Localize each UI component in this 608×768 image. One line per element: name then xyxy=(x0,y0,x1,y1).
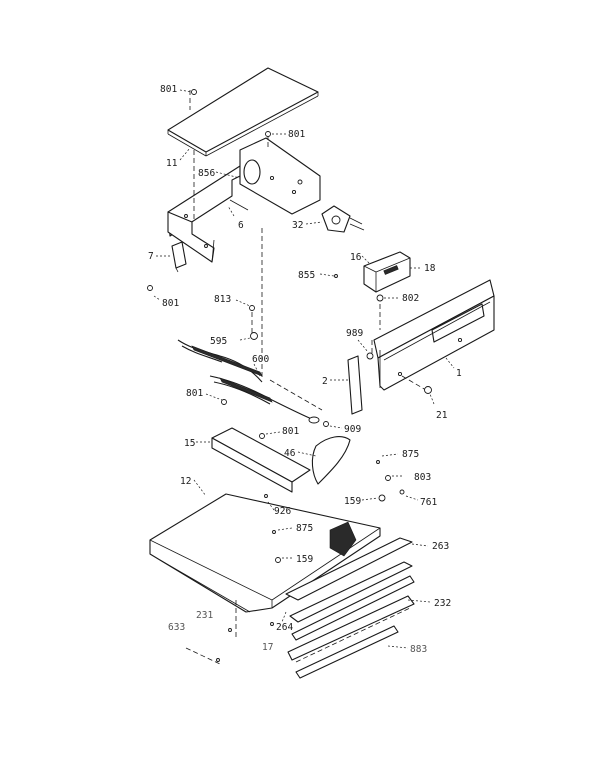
screw-lower xyxy=(216,658,220,662)
label-18: 18 xyxy=(424,263,436,274)
label-909: 909 xyxy=(344,424,361,435)
part-263-trim-strips xyxy=(270,537,415,679)
screw-801b xyxy=(265,131,271,137)
label-600: 600 xyxy=(252,354,269,365)
label-32: 32 xyxy=(292,220,303,231)
screw-926 xyxy=(264,494,268,498)
label-801d: 801 xyxy=(186,388,203,399)
assembly-lines xyxy=(185,90,427,665)
part-11-top-panel xyxy=(167,67,319,157)
label-803: 803 xyxy=(414,472,431,483)
label-801a: 801 xyxy=(160,84,177,95)
label-633: 633 xyxy=(168,622,185,633)
screw-21 xyxy=(424,386,432,394)
label-11: 11 xyxy=(166,158,178,169)
part-1-control-panel xyxy=(373,279,495,391)
label-263: 263 xyxy=(432,541,449,552)
leader-lines xyxy=(153,89,455,649)
label-231: 231 xyxy=(196,610,213,621)
screw-801a xyxy=(191,89,197,95)
screw-159a xyxy=(378,494,386,502)
part-12-cooktop xyxy=(149,493,381,613)
label-761: 761 xyxy=(420,497,437,508)
label-813: 813 xyxy=(214,294,231,305)
label-21: 21 xyxy=(436,410,448,421)
label-12: 12 xyxy=(180,476,191,487)
screw-801c xyxy=(147,285,153,291)
label-16: 16 xyxy=(350,252,362,263)
label-802: 802 xyxy=(402,293,419,304)
label-46: 46 xyxy=(284,448,296,459)
label-6: 6 xyxy=(238,220,244,231)
screw-803 xyxy=(385,475,391,481)
label-159b: 159 xyxy=(296,554,313,565)
label-1: 1 xyxy=(456,368,462,379)
screw-159b xyxy=(275,557,281,563)
label-17: 17 xyxy=(262,642,273,653)
label-232: 232 xyxy=(434,598,451,609)
label-159a: 159 xyxy=(344,496,361,507)
label-7: 7 xyxy=(148,251,154,262)
part-labels: 801 801 11 856 6 32 7 16 18 855 802 801 … xyxy=(148,84,462,655)
label-15: 15 xyxy=(184,438,195,449)
screw-595 xyxy=(250,332,258,340)
fasteners xyxy=(147,89,432,662)
screw-813 xyxy=(249,305,255,311)
part-46-deflector xyxy=(311,436,351,485)
screw-855 xyxy=(334,274,338,278)
part-15-trim xyxy=(211,427,311,493)
label-801c: 801 xyxy=(162,298,179,309)
label-989: 989 xyxy=(346,328,363,339)
screw-801e xyxy=(259,433,265,439)
label-2: 2 xyxy=(322,376,328,387)
part-600-wire-harness xyxy=(177,339,320,424)
screw-761 xyxy=(399,489,405,495)
screw-801d xyxy=(221,399,227,405)
label-801e: 801 xyxy=(282,426,299,437)
label-875b: 875 xyxy=(296,523,313,534)
screw-875b xyxy=(272,530,276,534)
label-856: 856 xyxy=(198,168,215,179)
label-875a: 875 xyxy=(402,449,419,460)
screw-633 xyxy=(228,628,232,632)
part-6-bracket-assembly xyxy=(167,137,321,263)
part-16-control-module xyxy=(363,251,411,293)
label-855: 855 xyxy=(298,270,315,281)
label-264: 264 xyxy=(276,622,293,633)
part-32-switch xyxy=(321,205,365,233)
screw-989 xyxy=(366,352,374,360)
label-595: 595 xyxy=(210,336,227,347)
screw-875a xyxy=(376,460,380,464)
label-926: 926 xyxy=(274,506,291,517)
label-801b: 801 xyxy=(288,129,305,140)
part-7-clip xyxy=(171,241,187,273)
label-883: 883 xyxy=(410,644,427,655)
screw-909 xyxy=(323,421,329,427)
screw-802 xyxy=(376,294,384,302)
part-2-side-strip xyxy=(347,355,363,415)
